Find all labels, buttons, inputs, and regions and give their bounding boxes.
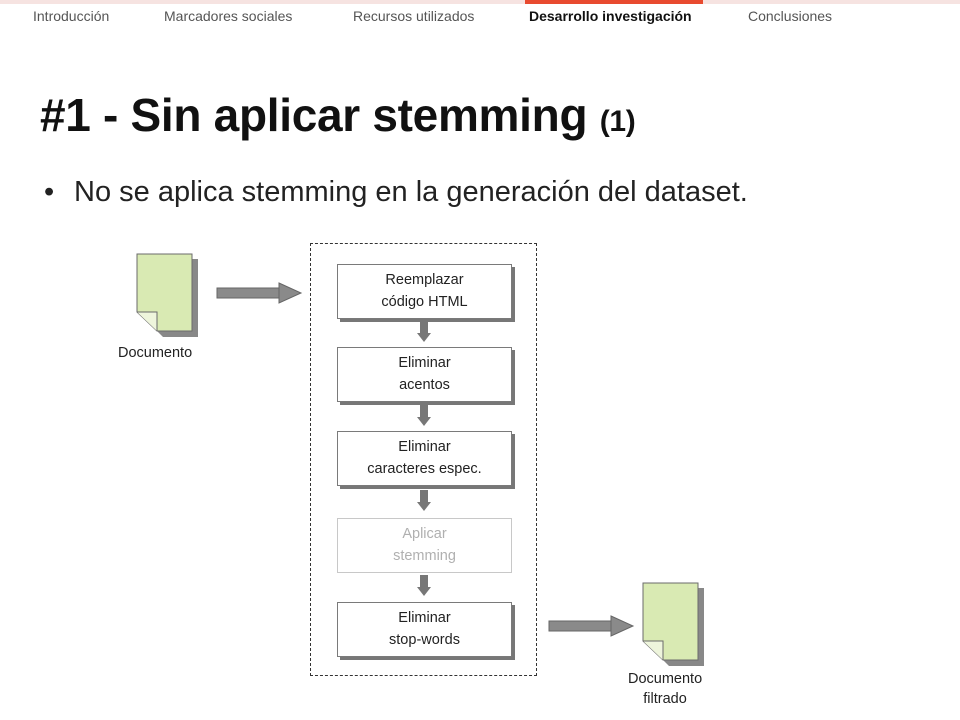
step-reemplazar-html: Reemplazar código HTML bbox=[337, 264, 512, 319]
step-eliminar-acentos: Eliminar acentos bbox=[337, 347, 512, 402]
step-eliminar-stopwords: Eliminar stop-words bbox=[337, 602, 512, 657]
output-document-label-line1: Documento bbox=[628, 671, 703, 687]
right-arrow-icon bbox=[216, 282, 303, 304]
step-label: Aplicar stemming bbox=[393, 526, 456, 564]
step-label: Eliminar acentos bbox=[398, 355, 451, 393]
output-document-icon bbox=[642, 582, 704, 666]
pipeline-frame bbox=[310, 243, 537, 676]
output-document-label: Documento filtrado bbox=[628, 669, 702, 710]
step-label: Eliminar caracteres espec. bbox=[367, 439, 482, 477]
step-eliminar-caracteres: Eliminar caracteres espec. bbox=[337, 431, 512, 486]
down-arrow-icon bbox=[417, 405, 431, 426]
tab-introduccion[interactable]: Introducción bbox=[33, 8, 110, 24]
step-aplicar-stemming: Aplicar stemming bbox=[337, 518, 512, 573]
slide-title-suffix: (1) bbox=[599, 105, 636, 138]
down-arrow-icon bbox=[417, 490, 431, 511]
right-arrow-icon bbox=[548, 615, 635, 637]
tab-desarrollo-investigacion[interactable]: Desarrollo investigación bbox=[529, 8, 692, 24]
nav-progress-strip bbox=[0, 0, 960, 4]
down-arrow-icon bbox=[417, 575, 431, 596]
section-navigation: Introducción Marcadores sociales Recurso… bbox=[0, 8, 960, 28]
output-document-label-line2: filtrado bbox=[643, 691, 687, 708]
active-tab-indicator bbox=[525, 0, 703, 4]
bullet-text: No se aplica stemming en la generación d… bbox=[74, 176, 748, 208]
step-label: Eliminar stop-words bbox=[389, 610, 460, 648]
tab-marcadores-sociales[interactable]: Marcadores sociales bbox=[164, 8, 293, 24]
slide-title-text: #1 - Sin aplicar stemming bbox=[40, 89, 588, 141]
down-arrow-icon bbox=[417, 321, 431, 342]
input-document-label: Documento bbox=[118, 345, 193, 361]
tab-recursos-utilizados[interactable]: Recursos utilizados bbox=[353, 8, 475, 24]
slide-title: #1 - Sin aplicar stemming (1) bbox=[40, 88, 636, 142]
input-document-icon bbox=[136, 253, 198, 337]
step-label: Reemplazar código HTML bbox=[381, 272, 468, 310]
bullet-point: • No se aplica stemming en la generación … bbox=[44, 176, 748, 209]
tab-conclusiones[interactable]: Conclusiones bbox=[748, 8, 833, 24]
bullet-dot-icon: • bbox=[44, 176, 55, 208]
